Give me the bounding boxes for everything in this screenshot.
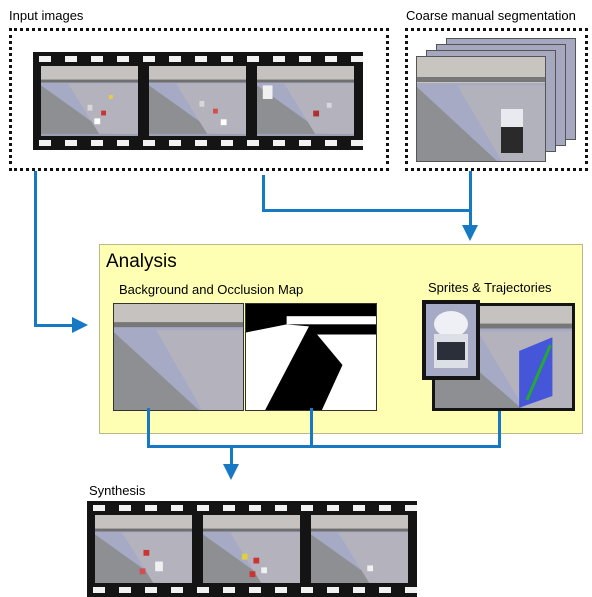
background-occlusion-label: Background and Occlusion Map (119, 282, 304, 297)
arrow-seg-down (262, 175, 265, 212)
sprite-image (422, 300, 480, 380)
input-filmstrip (33, 52, 363, 150)
synthesis-frame-2 (203, 515, 300, 583)
analysis-out-join (147, 445, 501, 448)
occlusion-map-image (245, 303, 377, 411)
background-image (113, 303, 244, 411)
sprites-trajectories-label: Sprites & Trajectories (428, 280, 552, 295)
arrow-input-right (34, 324, 74, 327)
synthesis-frame-1 (95, 515, 192, 583)
arrow-seg-join (469, 171, 472, 226)
input-images-label: Input images (9, 8, 84, 23)
input-frame-2 (149, 66, 246, 136)
analysis-out-mid (310, 408, 313, 448)
coarse-segmentation-label: Coarse manual segmentation (406, 8, 576, 23)
arrowhead-into-synthesis (223, 464, 239, 480)
arrowhead-into-analysis (72, 317, 88, 333)
sprocket-row-top-synthesis (87, 505, 417, 511)
arrowhead-into-analysis-top (462, 225, 478, 241)
segmentation-frame-front (416, 56, 546, 162)
sprocket-row-bottom (33, 140, 363, 146)
synthesis-frame-3 (311, 515, 408, 583)
analysis-title: Analysis (106, 251, 177, 272)
synthesis-label: Synthesis (89, 483, 146, 498)
sprocket-row-top (33, 56, 363, 62)
arrow-to-synthesis (230, 445, 233, 467)
input-frame-3 (257, 66, 354, 136)
analysis-out-left (147, 408, 150, 448)
arrow-seg-right (262, 209, 472, 212)
analysis-out-right (498, 411, 501, 448)
sprocket-row-bottom-synthesis (87, 587, 417, 593)
arrow-input-down (34, 171, 37, 327)
segmentation-stack (416, 38, 576, 163)
input-frame-1 (41, 66, 138, 136)
synthesis-filmstrip (87, 501, 417, 597)
